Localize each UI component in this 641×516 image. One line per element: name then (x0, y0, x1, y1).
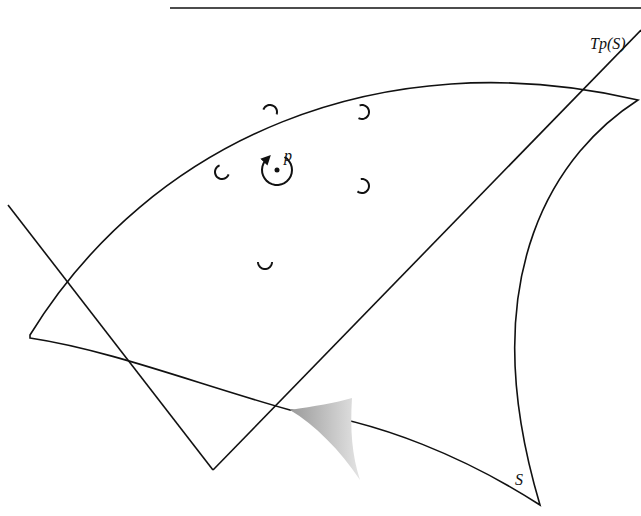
plane-edge (8, 205, 213, 470)
figure-label: p (284, 148, 292, 164)
surface-outline (30, 83, 638, 505)
orientation-arc (263, 105, 277, 114)
orientation-arc (359, 105, 369, 119)
orientation-arrows (215, 105, 369, 269)
shaded-region (290, 398, 360, 480)
orientation-arc (215, 165, 229, 179)
figure-label: Tp(S) (590, 36, 626, 52)
plane-edge (170, 7, 641, 9)
plane-edge (213, 30, 641, 470)
point-dot (275, 168, 280, 173)
figure-label: S (515, 472, 523, 488)
orientation-arc (258, 262, 272, 269)
orientation-arc (358, 179, 369, 193)
